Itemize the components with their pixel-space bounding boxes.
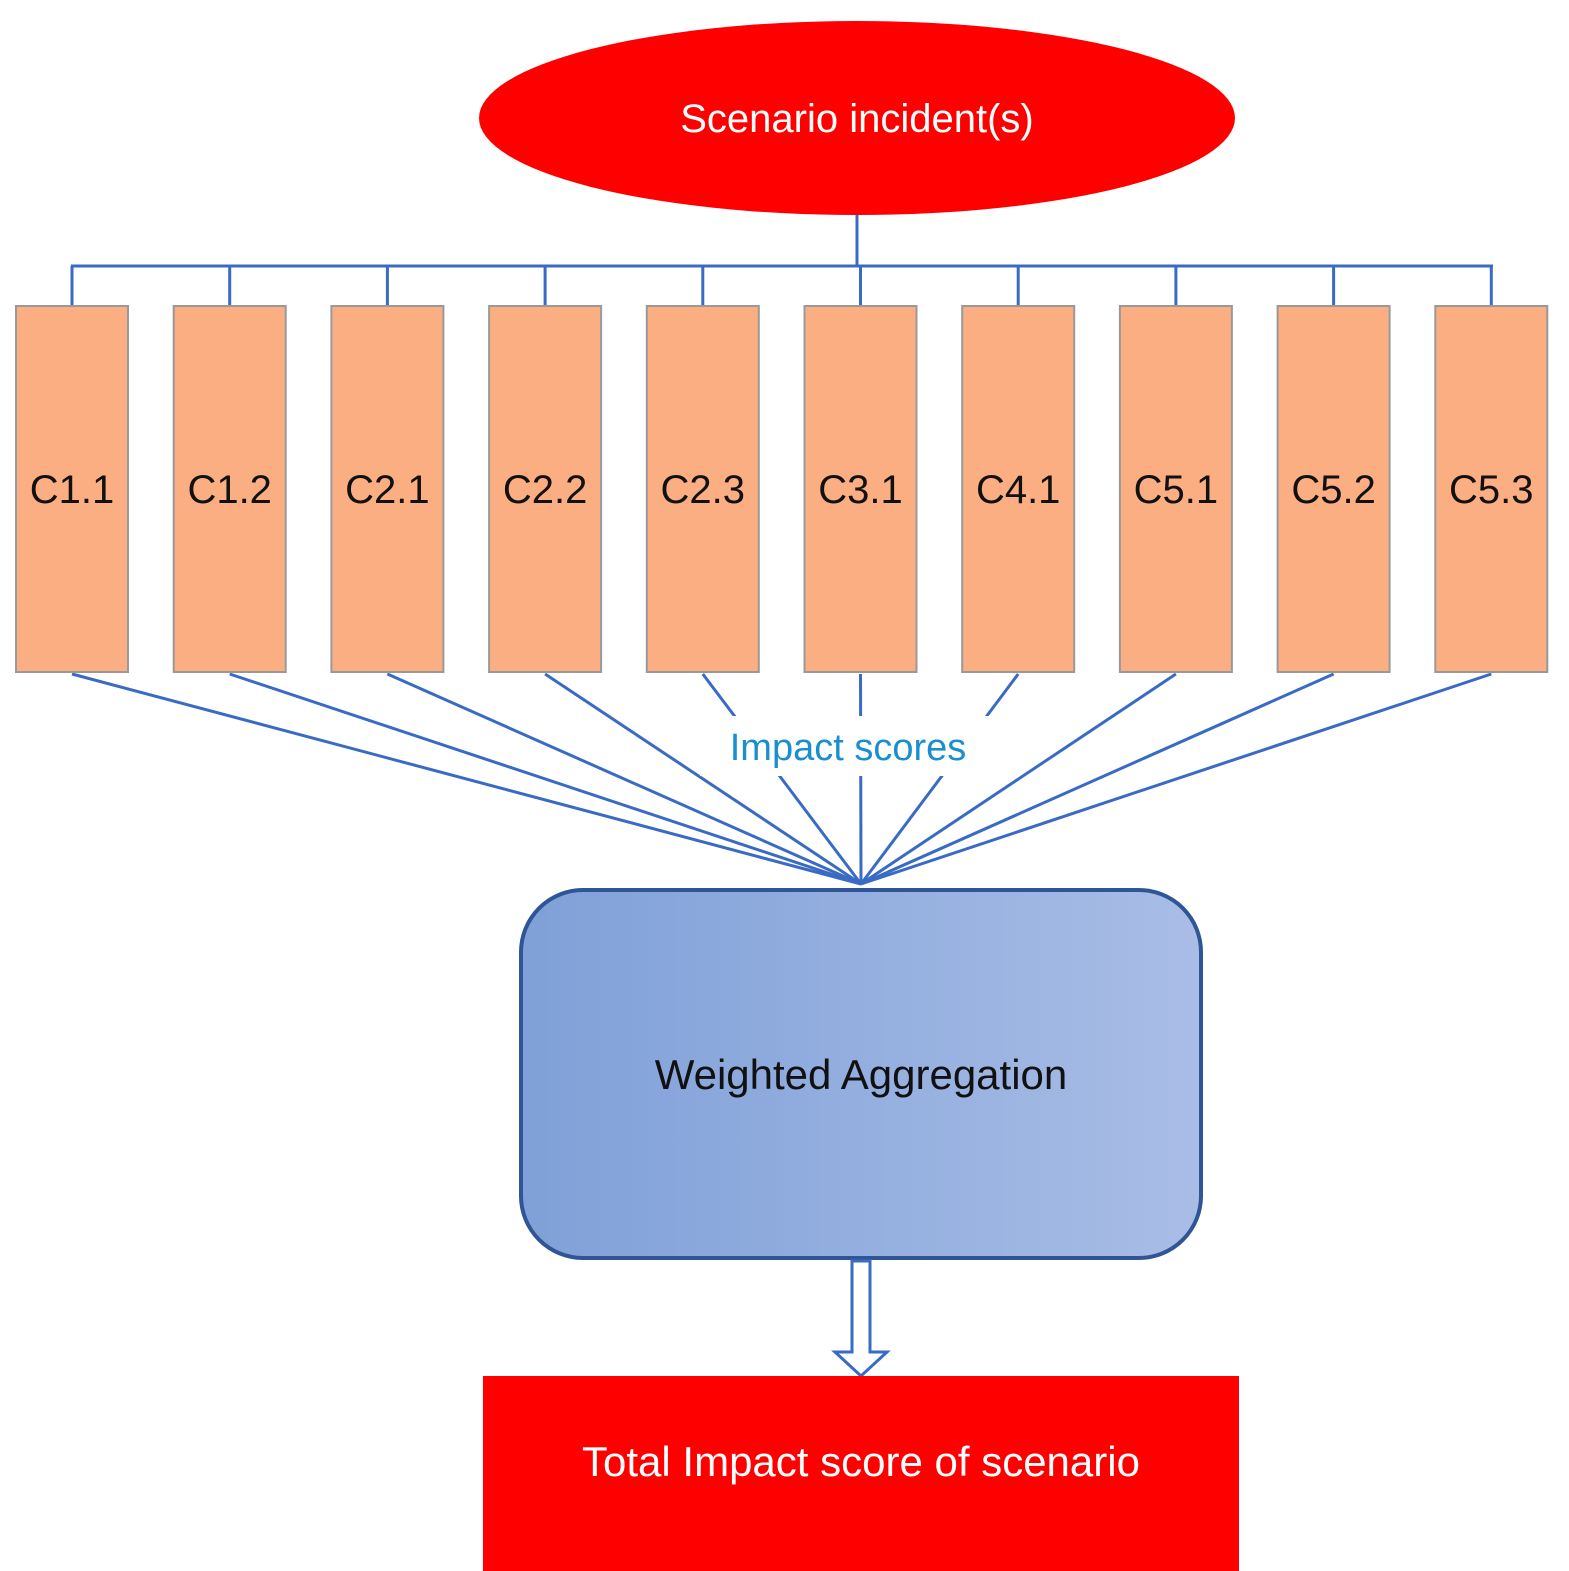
- criterion-box: [330, 305, 445, 673]
- criteria-group: C1.1 C1.2 C2.1 C2.2 C2.3 C3.1 C4.1 C5.1 C5.2 C5.3: [15, 305, 1549, 673]
- weighted-aggregation-node: Weighted Aggregation: [519, 888, 1203, 1260]
- criterion-box: [488, 305, 603, 673]
- scenario-incident-node: Scenario incident(s): [479, 21, 1235, 215]
- criterion-c5-2: C5.2: [1276, 305, 1391, 673]
- impact-line-c5-3: [860, 672, 1492, 886]
- impact-line-c1-2: [229, 672, 862, 886]
- criterion-c1-2: C1.2: [172, 305, 287, 673]
- weighted-aggregation-label: Weighted Aggregation: [655, 1051, 1068, 1098]
- aggregation-to-result-arrow: [831, 1259, 891, 1379]
- criterion-c2-3: C2.3: [645, 305, 760, 673]
- criterion-label: C1.1: [30, 468, 115, 512]
- criterion-box: [1434, 305, 1549, 673]
- scenario-incident-label: Scenario incident(s): [680, 97, 1034, 141]
- criterion-box: [1276, 305, 1391, 673]
- impact-scores-label: Impact scores: [730, 727, 967, 769]
- criterion-label: C2.1: [345, 468, 430, 512]
- criterion-box: [961, 305, 1076, 673]
- criterion-label: C4.1: [976, 468, 1061, 512]
- criterion-label: C3.1: [818, 468, 903, 512]
- criterion-box: [645, 305, 760, 673]
- criterion-label: C2.2: [503, 468, 588, 512]
- impact-line-c2-3: [701, 673, 863, 885]
- criteria-drop-lines: [70, 266, 1493, 306]
- criterion-label: C2.3: [661, 468, 746, 512]
- criterion-c5-3: C5.3: [1434, 305, 1549, 673]
- impact-line-c2-1: [386, 672, 862, 886]
- criterion-c2-1: C2.1: [330, 305, 445, 673]
- impact-line-c5-2: [860, 672, 1335, 886]
- total-impact-score-label: Total Impact score of scenario: [582, 1438, 1140, 1485]
- impact-line-c4-1: [859, 673, 1020, 885]
- impact-line-c2-2: [544, 672, 862, 886]
- impact-line-c1-1: [71, 672, 862, 886]
- criterion-box: [15, 305, 129, 673]
- criterion-c4-1: C4.1: [961, 305, 1076, 673]
- criterion-box: [803, 305, 918, 673]
- criterion-box: [1118, 305, 1233, 673]
- criterion-label: C1.2: [187, 468, 272, 512]
- impact-line-c3-1: [859, 673, 863, 885]
- edge-label-backdrop: [700, 716, 996, 776]
- incident-to-criteria-connectors: [71, 213, 1493, 268]
- criterion-label: C5.2: [1291, 468, 1376, 512]
- criterion-label: C5.1: [1134, 468, 1219, 512]
- criterion-c1-1: C1.1: [15, 305, 129, 673]
- criterion-c2-2: C2.2: [488, 305, 603, 673]
- criterion-label: C5.3: [1449, 468, 1534, 512]
- impact-score-connectors: [71, 672, 1492, 886]
- criterion-box: [172, 305, 287, 673]
- criterion-c5-1: C5.1: [1118, 305, 1233, 673]
- criterion-c3-1: C3.1: [803, 305, 918, 673]
- total-impact-score-node: Total Impact score of scenario: [483, 1376, 1239, 1571]
- impact-line-c5-1: [860, 672, 1177, 886]
